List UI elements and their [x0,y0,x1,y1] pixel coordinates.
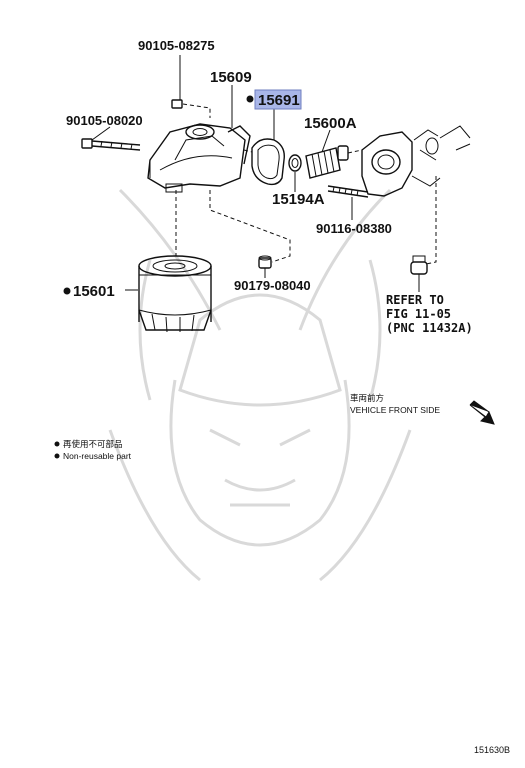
legend-dot-icon [54,453,60,459]
leader-lines [91,55,420,292]
legend-en: Non-reusable part [63,451,132,461]
label-90105-08275[interactable]: 90105-08275 [138,38,215,53]
watermark-emblem [108,188,412,582]
non-reusable-dot [63,287,71,295]
plug-11432A[interactable] [410,255,428,275]
refer-line-2: FIG 11-05 [386,307,451,321]
label-90116-08380[interactable]: 90116-08380 [316,221,392,236]
label-15601-group[interactable]: 15601 [63,283,115,300]
label-15194A[interactable]: 15194A [272,191,325,208]
legend-dot-icon [54,441,60,447]
engine-mount-surface [361,125,471,197]
label-15691-group[interactable]: 15691 [246,89,302,110]
front-arrow-icon [469,400,495,425]
label-15600A[interactable]: 15600A [304,115,357,132]
highlight-box [254,89,302,110]
refer-note[interactable]: REFER TO FIG 11-05 (PNC 11432A) [386,293,473,335]
label-15609[interactable]: 15609 [210,69,252,86]
stud-90116-08380[interactable] [327,185,369,198]
o-ring-15194A[interactable] [288,154,302,172]
bolt-90105-08020[interactable] [81,138,141,151]
gasket-15691[interactable] [251,138,285,186]
oil-filter[interactable] [138,255,212,333]
oil-filter-bracket[interactable] [147,123,251,193]
non-reusable-dot [246,95,254,103]
front-direction: 車両前方 VEHICLE FRONT SIDE [350,393,495,425]
union-15600A[interactable] [305,145,363,179]
figure-code: 151630B [474,745,510,755]
front-side-ja: 車両前方 [350,393,384,403]
label-15691[interactable]: 15691 [258,92,300,109]
label-90105-08020[interactable]: 90105-08020 [66,113,143,128]
label-15601[interactable]: 15601 [73,283,115,300]
legend: 再使用不可部品 Non-reusable part [54,439,132,461]
assembly-lines [175,149,437,265]
refer-line-3: (PNC 11432A) [386,321,473,335]
bolt-90105-08275[interactable] [171,99,211,118]
label-90179-08040[interactable]: 90179-08040 [234,278,311,293]
legend-ja: 再使用不可部品 [63,439,123,449]
plug-90179-08040[interactable] [258,255,272,269]
front-side-en: VEHICLE FRONT SIDE [350,405,440,415]
refer-line-1: REFER TO [386,293,444,307]
